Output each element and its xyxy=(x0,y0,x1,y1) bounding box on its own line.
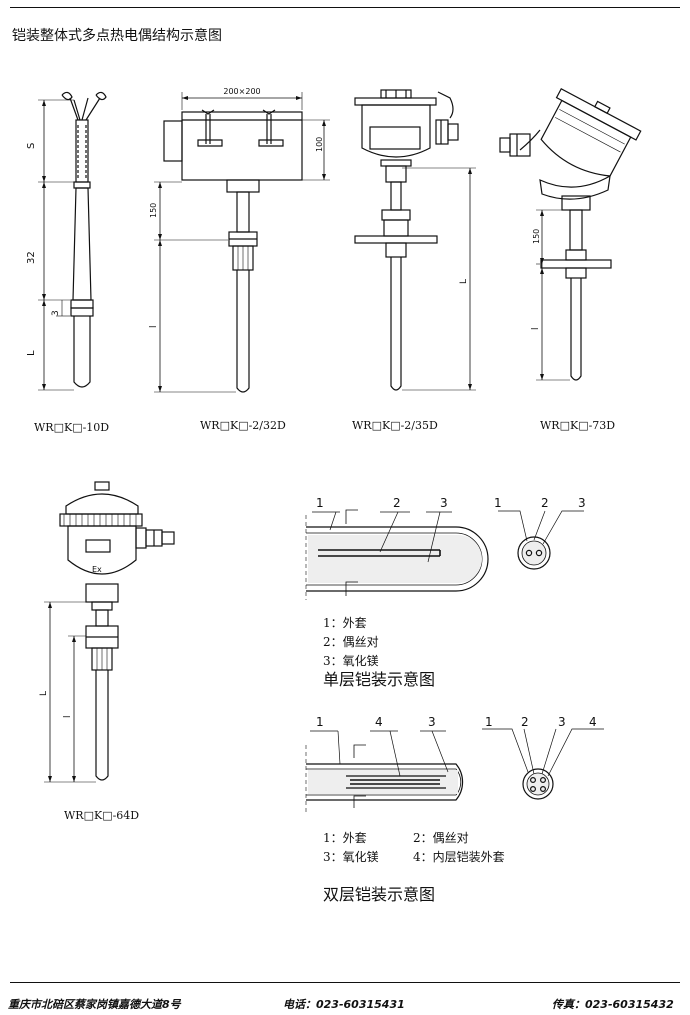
double-section-callout-2: 2 xyxy=(521,715,529,729)
single-callout-1: 1 xyxy=(316,496,324,510)
double-section-callout-3: 3 xyxy=(558,715,566,729)
double-legend-2: 2：偶丝对 xyxy=(413,831,469,845)
footer-fax: 传真：023-60315432 xyxy=(552,998,674,1011)
single-armour-cross-section xyxy=(498,510,584,570)
double-callout-4: 4 xyxy=(375,715,383,729)
footer-address: 重庆市北碚区蔡家岗镇嘉德大道8号 xyxy=(8,998,181,1011)
dim-32: 32 xyxy=(26,251,37,264)
dim-150-a: 150 xyxy=(149,203,158,218)
double-armour-cross-section xyxy=(482,728,604,800)
model-label-64d: WR□K□-64D xyxy=(64,809,140,822)
dim-150-b: 150 xyxy=(532,229,541,244)
single-armour-caption: 单层铠装示意图 xyxy=(323,670,436,689)
single-legend-3: 3：氧化镁 xyxy=(323,654,379,668)
double-legend-4: 4：内层铠装外套 xyxy=(413,850,505,864)
dim-l-73d: l xyxy=(531,327,541,330)
dim-100: 100 xyxy=(315,137,324,152)
top-rule xyxy=(10,7,680,8)
single-armour-section xyxy=(305,509,489,600)
footer-phone: 电话：023-60315431 xyxy=(283,998,405,1011)
double-section-callout-4: 4 xyxy=(589,715,597,729)
drawing-2-35d: L xyxy=(354,89,476,391)
ex-mark: Ex xyxy=(92,565,102,574)
dim-l-35d: L xyxy=(459,279,469,284)
footer-rule xyxy=(10,982,680,983)
model-label-2-35d: WR□K□-2/35D xyxy=(352,419,438,432)
single-section-callout-3: 3 xyxy=(578,496,586,510)
double-armour-caption: 双层铠装示意图 xyxy=(323,885,436,904)
dim-3: 3 xyxy=(51,310,61,316)
model-label-10d: WR□K□-10D xyxy=(34,421,110,434)
single-legend-1: 1：外套 xyxy=(323,616,367,630)
drawing-10d: S 32 3 L xyxy=(26,91,107,391)
single-callout-2: 2 xyxy=(393,496,401,510)
dim-s: S xyxy=(26,143,37,149)
drawing-2-32d: 200×200 100 150 l xyxy=(149,87,330,393)
drawing-64d: Ex L l xyxy=(39,481,175,783)
double-legend-3: 3：氧化镁 xyxy=(323,850,379,864)
model-label-2-32d: WR□K□-2/32D xyxy=(200,419,286,432)
dim-l-64d: L xyxy=(39,691,49,696)
double-section-callout-1: 1 xyxy=(485,715,493,729)
double-armour-section xyxy=(305,730,464,812)
dim-l-32d: l xyxy=(149,325,159,328)
single-section-callout-2: 2 xyxy=(541,496,549,510)
single-section-callout-1: 1 xyxy=(494,496,502,510)
drawing-73d: 150 l xyxy=(499,88,642,381)
dim-200x200: 200×200 xyxy=(223,87,260,96)
dim-l-small-64d: l xyxy=(63,715,73,718)
model-label-73d: WR□K□-73D xyxy=(540,419,616,432)
dim-l-10d: L xyxy=(26,350,37,356)
double-legend-1: 1：外套 xyxy=(323,831,367,845)
single-callout-3: 3 xyxy=(440,496,448,510)
double-callout-3: 3 xyxy=(428,715,436,729)
page-title: 铠装整体式多点热电偶结构示意图 xyxy=(12,28,222,44)
double-callout-1: 1 xyxy=(316,715,324,729)
single-legend-2: 2：偶丝对 xyxy=(323,635,379,649)
